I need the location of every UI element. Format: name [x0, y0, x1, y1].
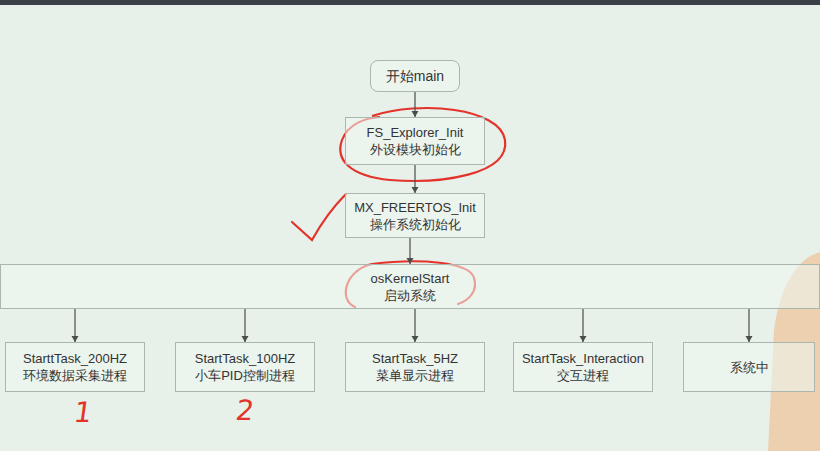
node-title: 系统中 [730, 359, 769, 376]
flow-arrow [407, 238, 414, 264]
callout-number: 1 [72, 398, 94, 428]
process-box: MX_FREERTOS_Init操作系统初始化 [345, 193, 485, 238]
flow-arrow [242, 309, 249, 342]
process-box: FS_Explorer_Init外设模块初始化 [345, 117, 485, 165]
task-box: StartTask_Interaction交互进程 [513, 342, 653, 392]
node-description: 交互进程 [557, 367, 609, 384]
flow-arrow [412, 309, 419, 342]
red-check-mark [292, 194, 346, 240]
node-title: StartTask_100HZ [195, 350, 295, 367]
node-description: 操作系统初始化 [370, 216, 461, 233]
node-description: 外设模块初始化 [370, 141, 461, 158]
kernel-band: osKernelStart启动系统 [0, 264, 820, 309]
start-box: 开始main [370, 60, 460, 92]
flow-arrow [746, 309, 753, 342]
task-box: StartTask_5HZ菜单显示进程 [345, 342, 485, 392]
callout-number: 2 [234, 396, 256, 426]
task-box: StartTask_100HZ小车PID控制进程 [175, 342, 315, 392]
node-description: 环境数据采集进程 [23, 367, 127, 384]
node-title: MX_FREERTOS_Init [354, 199, 476, 216]
node-title: StartTask_Interaction [522, 350, 644, 367]
node-description: 启动系统 [384, 287, 436, 304]
slide-edge [0, 0, 820, 5]
flow-arrow [72, 309, 79, 342]
node-description: 菜单显示进程 [376, 367, 454, 384]
node-title: StarttTask_200HZ [23, 350, 127, 367]
node-title: 开始main [386, 68, 444, 85]
node-title: StartTask_5HZ [372, 350, 458, 367]
red-circle-mark [340, 108, 505, 181]
node-description: 小车PID控制进程 [195, 367, 295, 384]
task-box: StarttTask_200HZ环境数据采集进程 [5, 342, 145, 392]
flow-arrow [412, 165, 419, 193]
flow-arrow [412, 92, 419, 117]
flow-arrow [580, 309, 587, 342]
node-title: osKernelStart [371, 270, 450, 287]
task-box: 系统中 [683, 342, 815, 392]
node-title: FS_Explorer_Init [367, 124, 464, 141]
